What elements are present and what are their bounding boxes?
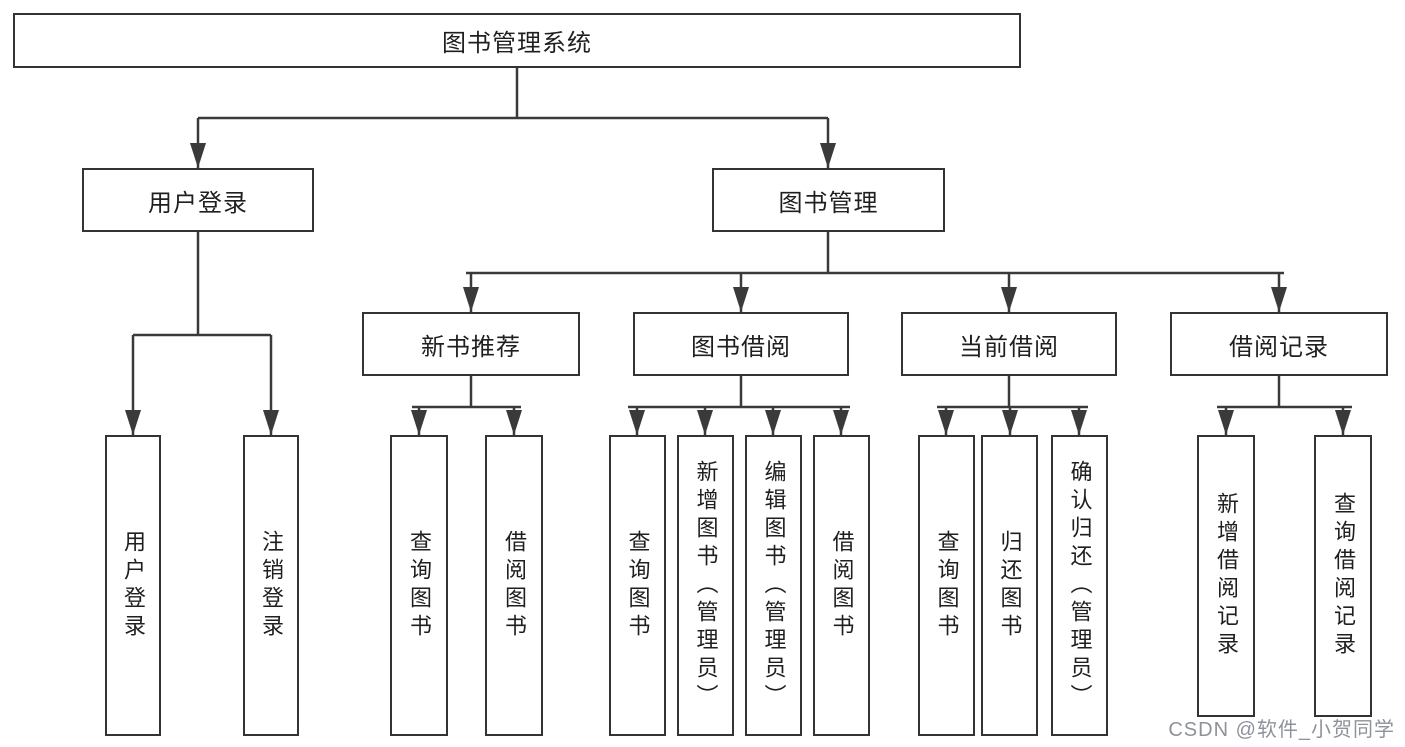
node-root-system: 图书管理系统 — [13, 13, 1021, 68]
leaf-label: 查询图书 — [934, 529, 960, 642]
node-label: 图书借阅 — [691, 333, 791, 361]
leaf-label: 编辑图书（管理员） — [761, 459, 787, 712]
leaf-label: 确认归还（管理员） — [1067, 459, 1093, 712]
leaf-label: 新增借阅记录 — [1214, 492, 1239, 660]
leaf-user-login: 用户登录 — [105, 435, 161, 736]
leaf-label: 归还图书 — [997, 529, 1023, 642]
leaf-label: 借阅图书 — [829, 529, 855, 642]
leaf-label: 借阅图书 — [502, 529, 527, 642]
leaf-add-book-admin: 新增图书（管理员） — [677, 435, 734, 736]
leaf-query-book-1: 查询图书 — [390, 435, 448, 736]
leaf-query-borrow-record: 查询借阅记录 — [1314, 435, 1372, 717]
node-book-borrow: 图书借阅 — [633, 312, 849, 376]
node-user-login: 用户登录 — [82, 168, 314, 232]
node-borrow-record: 借阅记录 — [1170, 312, 1388, 376]
leaf-label: 新增图书（管理员） — [693, 459, 719, 712]
node-label: 图书管理 — [778, 189, 879, 217]
node-label: 当前借阅 — [959, 333, 1059, 361]
leaf-label: 注销登录 — [259, 529, 284, 642]
connector-lines — [131, 68, 1352, 435]
leaf-label: 查询图书 — [407, 529, 432, 642]
leaf-borrow-book-2: 借阅图书 — [813, 435, 870, 736]
leaf-confirm-return-admin: 确认归还（管理员） — [1051, 435, 1108, 736]
leaf-query-book-3: 查询图书 — [918, 435, 975, 736]
node-label: 借阅记录 — [1229, 333, 1329, 361]
leaf-label: 查询借阅记录 — [1331, 492, 1356, 660]
leaf-edit-book-admin: 编辑图书（管理员） — [745, 435, 802, 736]
leaf-label: 用户登录 — [121, 529, 146, 642]
node-book-management: 图书管理 — [712, 168, 945, 232]
node-new-book-recommend: 新书推荐 — [362, 312, 580, 376]
leaf-return-book: 归还图书 — [981, 435, 1038, 736]
node-label: 用户登录 — [148, 189, 248, 217]
leaf-logout: 注销登录 — [243, 435, 299, 736]
node-current-borrow: 当前借阅 — [901, 312, 1117, 376]
leaf-add-borrow-record: 新增借阅记录 — [1197, 435, 1255, 717]
node-label: 新书推荐 — [421, 333, 521, 361]
arrowheads — [125, 143, 1351, 435]
leaf-query-book-2: 查询图书 — [609, 435, 666, 736]
csdn-watermark: CSDN @软件_小贺同学 — [1168, 719, 1395, 741]
leaf-label: 查询图书 — [625, 529, 651, 642]
node-label: 图书管理系统 — [442, 30, 592, 57]
leaf-borrow-book-1: 借阅图书 — [485, 435, 543, 736]
